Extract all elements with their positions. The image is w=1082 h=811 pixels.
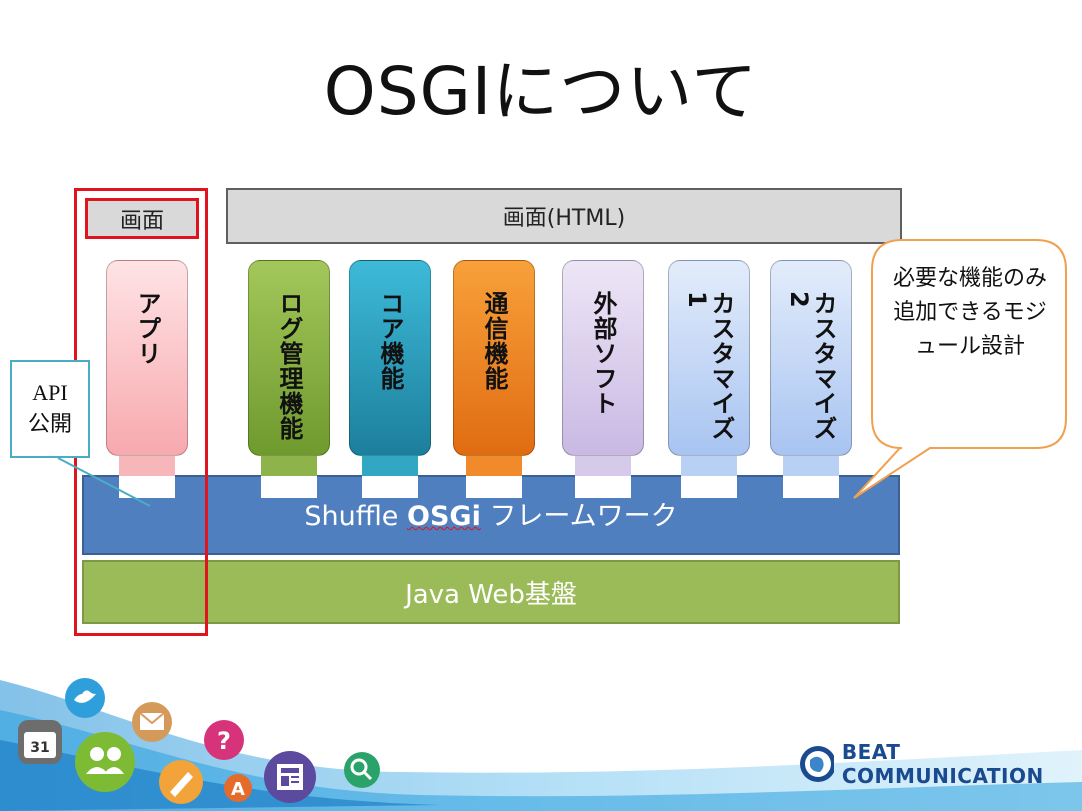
calendar-icon: 31: [18, 720, 62, 764]
globe-icon: [800, 746, 834, 782]
module-label: 通信機能: [480, 291, 508, 391]
api-label-line1: API: [32, 380, 68, 405]
framework-brand: OSGi: [407, 501, 481, 532]
module-card: ログ管理機能: [248, 260, 330, 456]
java-web-label: Java Web基盤: [405, 579, 577, 610]
company-logo: BEAT COMMUNICATION: [798, 740, 1082, 788]
module-card: 外部ソフト: [562, 260, 644, 456]
api-label-box: API 公開: [10, 360, 90, 458]
module-socket: [362, 476, 418, 498]
module-plug: [261, 456, 317, 476]
module-socket: [783, 476, 839, 498]
module-plug: [362, 456, 418, 476]
screen-html-label: 画面(HTML): [502, 206, 626, 231]
module-plug: [466, 456, 522, 476]
search-icon: [344, 752, 380, 788]
module-label: コア機能: [376, 291, 404, 391]
module-label: カスタマイズ1: [683, 291, 735, 441]
framework-suffix: フレームワーク: [489, 501, 678, 532]
module-label: 外部ソフト: [589, 291, 617, 416]
module-plug: [681, 456, 737, 476]
module-plug: [575, 456, 631, 476]
font-a-icon: A: [224, 774, 252, 802]
java-web-bar: Java Web基盤: [82, 560, 900, 624]
module-label: カスタマイズ2: [785, 291, 837, 441]
screen-left-label: 画面: [119, 208, 164, 234]
slide-title: OSGIについて: [323, 53, 759, 130]
callout-text: 必要な機能のみ追加できるモジュール設計: [892, 266, 1047, 359]
people-icon: [75, 732, 135, 792]
framework-prefix: Shuffle: [304, 501, 399, 532]
api-label-line2: 公開: [27, 411, 72, 436]
module-socket: [681, 476, 737, 498]
module-card: カスタマイズ2: [770, 260, 852, 456]
module-plug: [783, 456, 839, 476]
module-card: カスタマイズ1: [668, 260, 750, 456]
module-socket: [119, 476, 175, 498]
screen-left-box: 画面: [85, 198, 199, 239]
screen-html-bar: 画面(HTML): [226, 188, 902, 244]
module-label: ログ管理機能: [275, 291, 303, 441]
news-icon: [264, 751, 316, 803]
module-card: 通信機能: [453, 260, 535, 456]
module-card: アプリ: [106, 260, 188, 456]
callout-bubble: [853, 239, 1067, 499]
framework-label: Shuffle OSGi フレームワーク: [82, 494, 900, 533]
help-icon: ?: [204, 720, 244, 760]
calendar-day: 31: [30, 740, 49, 756]
module-label: アプリ: [133, 291, 161, 366]
module-socket: [261, 476, 317, 498]
svg-text:A: A: [231, 779, 245, 800]
svg-text:?: ?: [217, 727, 231, 755]
module-socket: [466, 476, 522, 498]
mail-icon: [132, 702, 172, 742]
module-card: コア機能: [349, 260, 431, 456]
twitter-icon: [65, 678, 105, 718]
module-plug: [119, 456, 175, 476]
pencil-icon: [159, 760, 203, 804]
module-socket: [575, 476, 631, 498]
logo-text: BEAT COMMUNICATION: [841, 740, 1044, 788]
